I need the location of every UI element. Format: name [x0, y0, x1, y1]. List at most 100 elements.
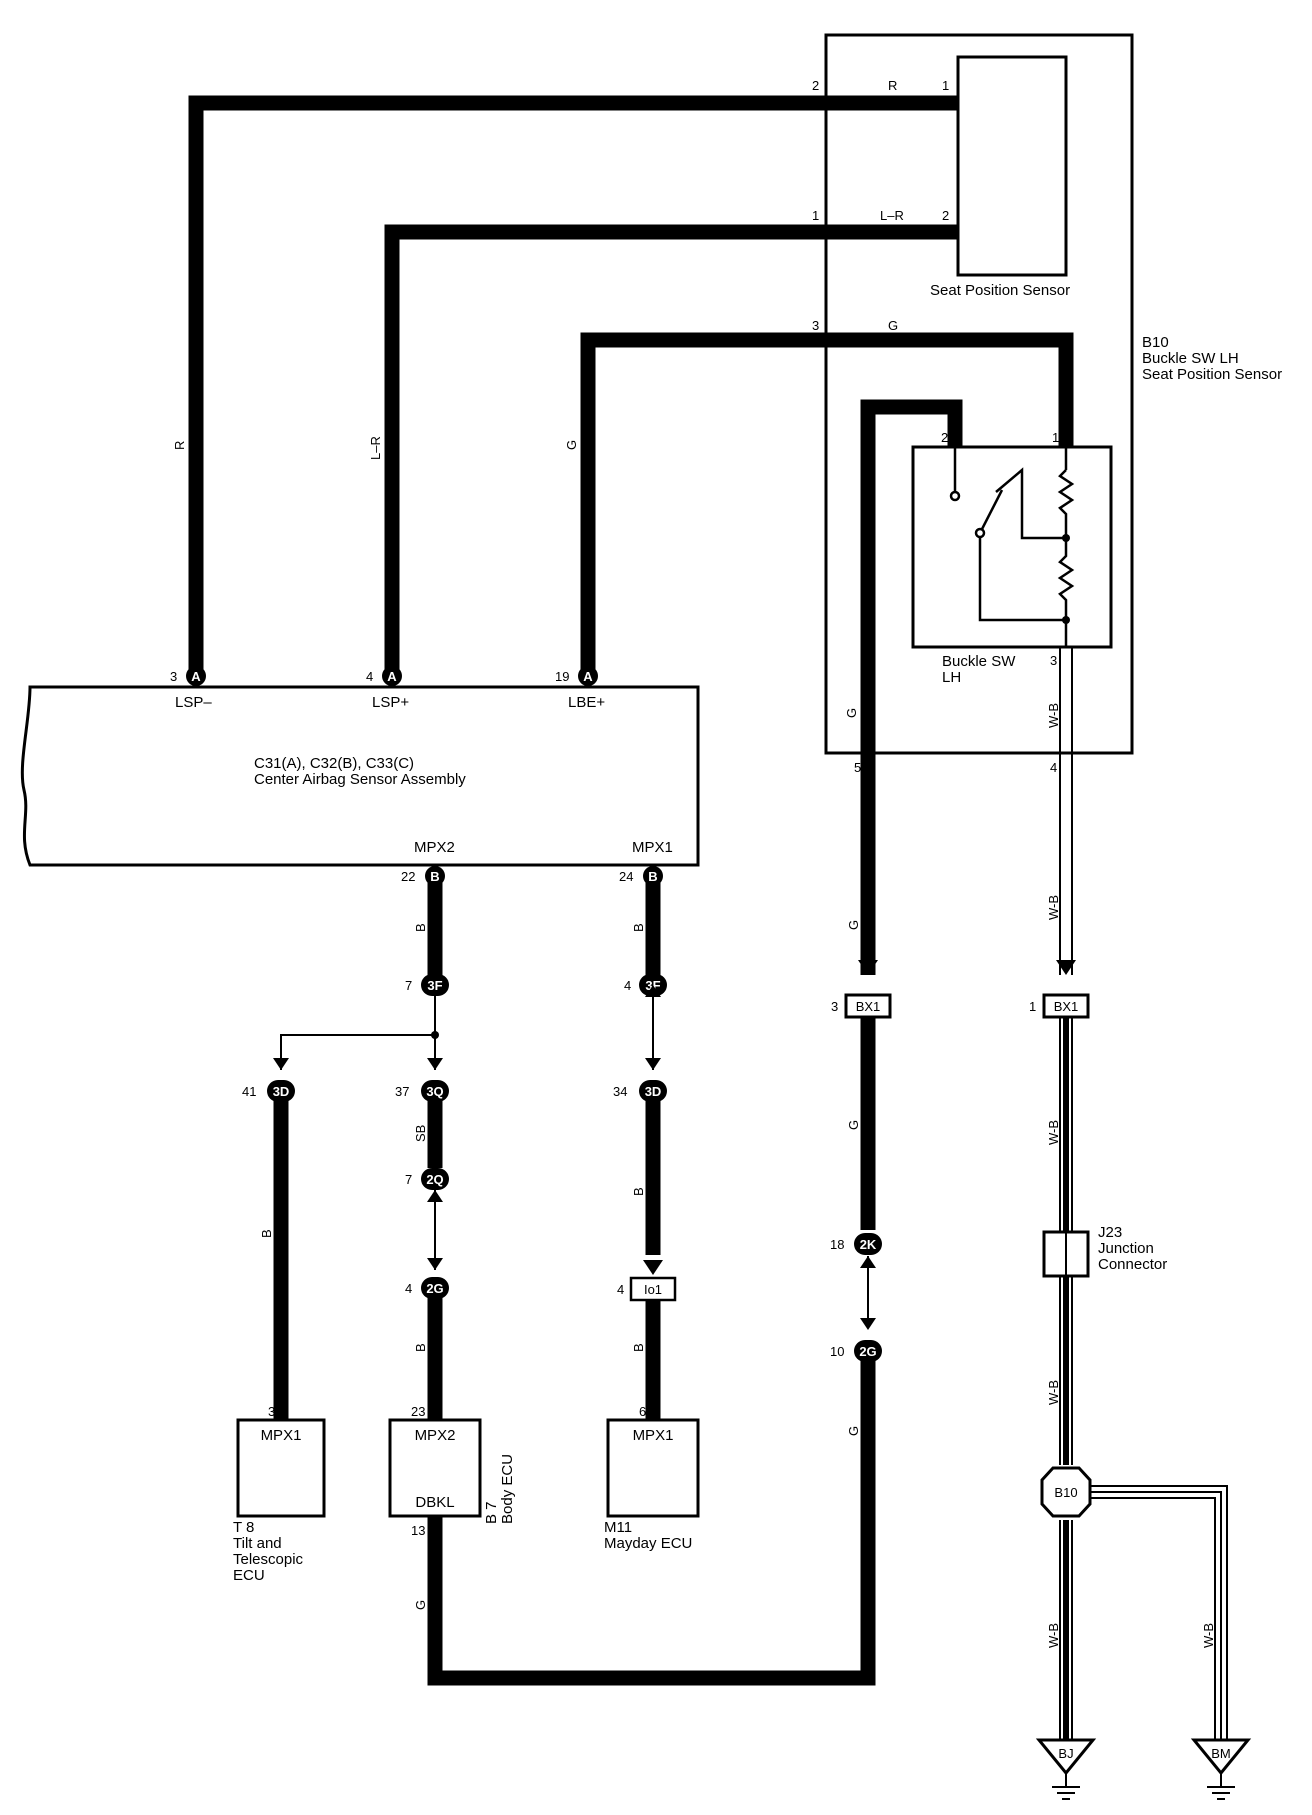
- wire-color-b-2: B: [631, 923, 646, 932]
- splice-b10: B10: [1040, 1466, 1092, 1518]
- b10-name-2: Seat Position Sensor: [1142, 366, 1282, 383]
- pin-13-b7: 13: [411, 1523, 425, 1538]
- terminal-lsp-minus: LSP–: [175, 694, 212, 711]
- pin-4-io1: 4: [617, 1282, 624, 1297]
- t8-ecu-box: [236, 1418, 326, 1518]
- wire-color-g-6: G: [413, 1600, 428, 1610]
- wire-color-b-1: B: [413, 923, 428, 932]
- m11-id: M11: [604, 1519, 632, 1536]
- wire-g-top: [580, 332, 1074, 675]
- b10-component-box: [824, 33, 1134, 755]
- connector-bx1-1: BX1: [1042, 993, 1090, 1019]
- b10-id-label: B10: [1142, 334, 1169, 351]
- svg-text:Io1: Io1: [644, 1282, 662, 1297]
- j23-name-1: Junction: [1098, 1240, 1154, 1257]
- airbag-connector-label: C31(A), C32(B), C33(C): [254, 755, 414, 772]
- wire-r: [188, 95, 958, 675]
- wire-l-r: [384, 224, 958, 675]
- wire-color-g-1: G: [564, 440, 579, 450]
- m11-mpx1: MPX1: [633, 1427, 674, 1444]
- t8-ecu-mpx1: MPX1: [261, 1427, 302, 1444]
- connector-3d-41: 3D: [267, 1080, 295, 1102]
- seat-position-sensor-box: [956, 55, 1068, 277]
- svg-text:3D: 3D: [273, 1084, 290, 1099]
- arrow-markers: [273, 960, 1076, 1330]
- m11-mayday-ecu-box: [606, 1418, 700, 1518]
- t8-name-2: Telescopic: [233, 1551, 304, 1568]
- pin-7-2q: 7: [405, 1172, 412, 1187]
- connector-2g-4: 2G: [421, 1277, 449, 1299]
- pin-4-a: 4: [366, 669, 373, 684]
- wire-color-r-h: R: [888, 78, 897, 93]
- svg-text:BJ: BJ: [1058, 1746, 1073, 1761]
- pin-6-m11: 6: [639, 1404, 646, 1419]
- terminal-lbe-plus: LBE+: [568, 694, 605, 711]
- wire-color-w-b-6: W-B: [1201, 1623, 1216, 1648]
- connector-b-24: B: [643, 866, 663, 886]
- buckle-switch-box: [911, 445, 1113, 649]
- connector-3q-37: 3Q: [421, 1080, 449, 1102]
- wire-color-b-6: B: [631, 1343, 646, 1352]
- connector-3f-7: 3F: [421, 974, 449, 996]
- svg-text:2G: 2G: [859, 1344, 876, 1359]
- svg-text:BM: BM: [1211, 1746, 1231, 1761]
- connector-bx1-3: BX1: [844, 993, 892, 1019]
- wire-w-b-lower: [1059, 1018, 1073, 1740]
- pin-34-3d: 34: [613, 1084, 627, 1099]
- seat-position-sensor-label: Seat Position Sensor: [930, 282, 1070, 299]
- b7-dbkl: DBKL: [415, 1494, 454, 1511]
- svg-text:B10: B10: [1054, 1485, 1077, 1500]
- connector-3d-34: 3D: [639, 1080, 667, 1102]
- j23-id: J23: [1098, 1224, 1122, 1241]
- terminal-mpx1: MPX1: [632, 839, 673, 856]
- svg-text:A: A: [583, 669, 593, 684]
- connector-b-22: B: [425, 866, 445, 886]
- t8-name-1: Tilt and: [233, 1535, 282, 1552]
- buckle-switch-label-1: Buckle SW: [942, 653, 1016, 670]
- wire-branch-t8: [280, 1034, 435, 1070]
- wire-color-w-b-2: W-B: [1046, 895, 1061, 920]
- t8-id: T 8: [233, 1519, 254, 1536]
- pin-2-buckle: 2: [941, 430, 948, 445]
- connector-io1-4: Io1: [629, 1276, 677, 1302]
- pin-1-r-right: 1: [942, 78, 949, 93]
- wire-g-loop: [427, 1350, 876, 1686]
- pin-41-3d: 41: [242, 1084, 256, 1099]
- wire-color-l-r: L–R: [368, 436, 383, 460]
- wire-color-r: R: [172, 441, 187, 450]
- svg-text:B: B: [430, 869, 439, 884]
- wire-color-b-5: B: [413, 1343, 428, 1352]
- wire-color-g-2: G: [844, 708, 859, 718]
- wire-color-w-b-4: W-B: [1046, 1380, 1061, 1405]
- pin-3-a: 3: [170, 669, 177, 684]
- pin-19-a: 19: [555, 669, 569, 684]
- pin-4-b10: 4: [1050, 760, 1057, 775]
- center-airbag-sensor-assembly-box: [20, 685, 700, 867]
- connector-a-lsp-plus: A: [382, 666, 402, 686]
- pin-1-bx1: 1: [1029, 999, 1036, 1014]
- wire-color-w-b-5: W-B: [1046, 1623, 1061, 1648]
- airbag-name-label: Center Airbag Sensor Assembly: [254, 771, 466, 788]
- b7-mpx2: MPX2: [415, 1427, 456, 1444]
- pin-3-t8: 3: [268, 1404, 275, 1419]
- pin-4-2g: 4: [405, 1281, 412, 1296]
- m11-name: Mayday ECU: [604, 1535, 692, 1552]
- pin-3-buckle: 3: [1050, 653, 1057, 668]
- b7-id: B 7: [483, 1501, 500, 1524]
- buckle-switch-label-2: LH: [942, 669, 961, 686]
- wire-color-g-h: G: [888, 318, 898, 333]
- b7-body-ecu-box: [388, 1418, 482, 1518]
- connector-2g-10: 2G: [854, 1340, 882, 1362]
- svg-text:B: B: [648, 869, 657, 884]
- terminal-mpx2: MPX2: [414, 839, 455, 856]
- svg-text:2G: 2G: [426, 1281, 443, 1296]
- wire-color-g-3: G: [846, 920, 861, 930]
- pin-23-b7: 23: [411, 1404, 425, 1419]
- wire-color-g-5: G: [846, 1426, 861, 1436]
- wire-color-g-4: G: [846, 1120, 861, 1130]
- pin-1-buckle: 1: [1052, 430, 1059, 445]
- svg-text:3D: 3D: [645, 1084, 662, 1099]
- svg-text:A: A: [387, 669, 397, 684]
- wire-color-w-b-3: W-B: [1046, 1120, 1061, 1145]
- svg-text:2K: 2K: [860, 1237, 877, 1252]
